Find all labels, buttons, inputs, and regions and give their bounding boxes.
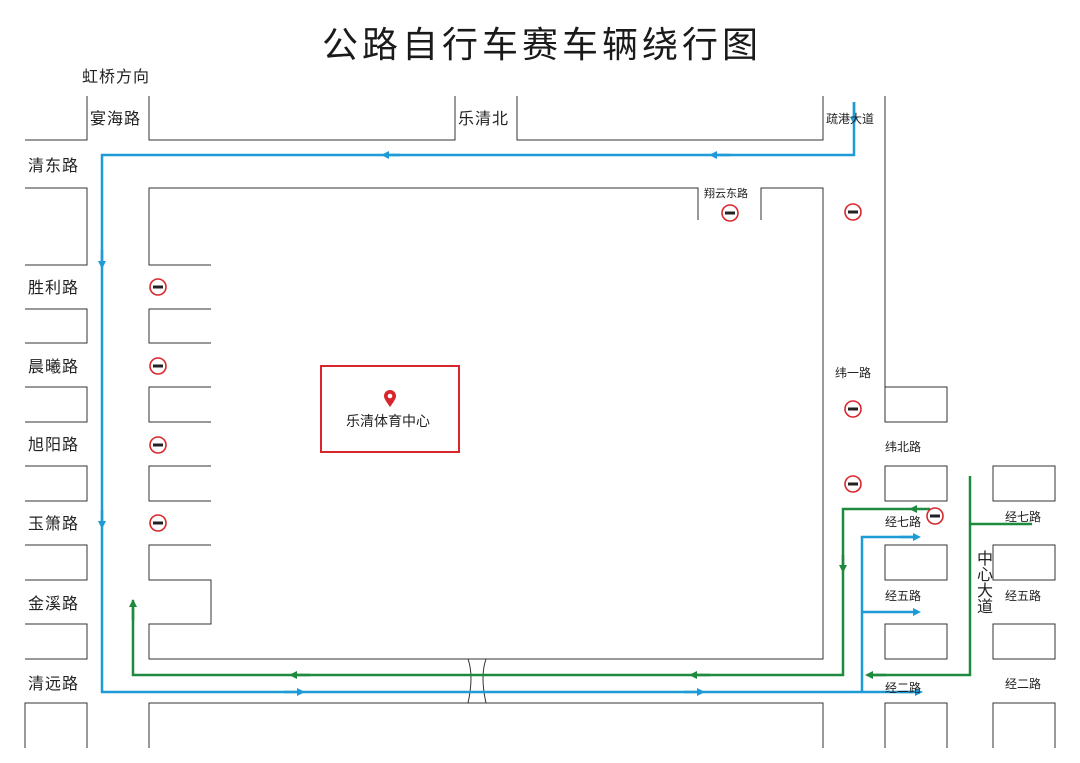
venue-notch-1 <box>148 308 211 344</box>
no-entry-icon <box>149 278 167 296</box>
no-entry-signs <box>149 203 944 532</box>
road-label-qingyuan: 清远路 <box>28 674 80 693</box>
road-label-jingwu-east: 经五路 <box>1005 589 1042 603</box>
road-label-shugang: 疏港大道 <box>826 112 875 126</box>
green-east-route <box>870 476 972 677</box>
block-top-mid-right <box>516 96 824 141</box>
block-bottom <box>148 702 824 748</box>
direction-label: 虹桥方向 <box>82 67 151 86</box>
block-left-3 <box>25 386 88 423</box>
detour-route-green <box>129 476 1032 679</box>
venue-notch-3 <box>148 465 211 502</box>
road-label-jingqi-east: 经七路 <box>1005 510 1042 524</box>
venue-notch-2 <box>148 386 211 423</box>
road-label-jinger-east: 经二路 <box>1005 677 1042 691</box>
block-right-5 <box>884 702 948 748</box>
venue-block-outline <box>148 187 824 660</box>
block-far-right-2 <box>992 544 1056 581</box>
road-network <box>24 96 1056 748</box>
venue-block-top <box>148 187 699 266</box>
block-top-mid-left <box>148 96 456 141</box>
blue-branch <box>860 535 918 692</box>
no-entry-icon <box>844 400 862 418</box>
block-right-2 <box>884 465 948 502</box>
block-left-2 <box>25 308 88 344</box>
block-far-right-1 <box>992 465 1056 502</box>
block-left-6 <box>25 623 88 660</box>
block-far-right-3 <box>992 623 1056 660</box>
block-right-1 <box>884 386 948 423</box>
road-label-jinger-west: 经二路 <box>885 681 922 695</box>
no-entry-icon <box>149 514 167 532</box>
road-label-leqingbei: 乐清北 <box>458 109 510 128</box>
road-label-yuxiao: 玉箫路 <box>28 514 80 533</box>
venue-name: 乐清体育中心 <box>346 414 430 430</box>
no-entry-icon <box>926 507 944 525</box>
road-label-chenxi: 晨曦路 <box>28 357 80 376</box>
bridge <box>467 658 487 704</box>
map-title: 公路自行车赛车辆绕行图 <box>322 25 763 66</box>
no-entry-icon <box>149 436 167 454</box>
block-left-bottom <box>24 702 88 748</box>
block-right-3 <box>884 544 948 581</box>
road-label-weibei: 纬北路 <box>885 440 922 454</box>
block-left-5 <box>25 544 88 581</box>
blue-main-route <box>100 102 920 694</box>
location-pin-icon <box>384 390 396 407</box>
road-label-xiangyundong: 翔云东路 <box>704 187 748 200</box>
no-entry-icon <box>149 357 167 375</box>
road-label-jingwu-west: 经五路 <box>885 589 922 603</box>
detour-route-blue <box>98 102 923 696</box>
block-right-4 <box>884 623 948 660</box>
block-top-left <box>25 96 88 141</box>
road-label-xuyang: 旭阳路 <box>28 435 80 454</box>
road-label-yanhai: 宴海路 <box>90 109 142 128</box>
road-label-jingqi-west: 经七路 <box>885 515 922 529</box>
block-far-right-4 <box>992 702 1056 748</box>
road-label-weiyi: 纬一路 <box>835 366 872 380</box>
venue-box <box>320 365 460 453</box>
no-entry-icon <box>844 475 862 493</box>
green-main-route <box>131 507 914 677</box>
block-left-1 <box>25 187 88 266</box>
road-label-jinxi: 金溪路 <box>28 594 80 613</box>
road-label-zhongxin: 中心大道 <box>974 550 993 614</box>
no-entry-icon <box>844 203 862 221</box>
road-label-shengli: 胜利路 <box>28 278 80 297</box>
road-label-qingdong: 清东路 <box>28 156 80 175</box>
no-entry-icon <box>721 204 739 222</box>
block-left-4 <box>25 465 88 502</box>
